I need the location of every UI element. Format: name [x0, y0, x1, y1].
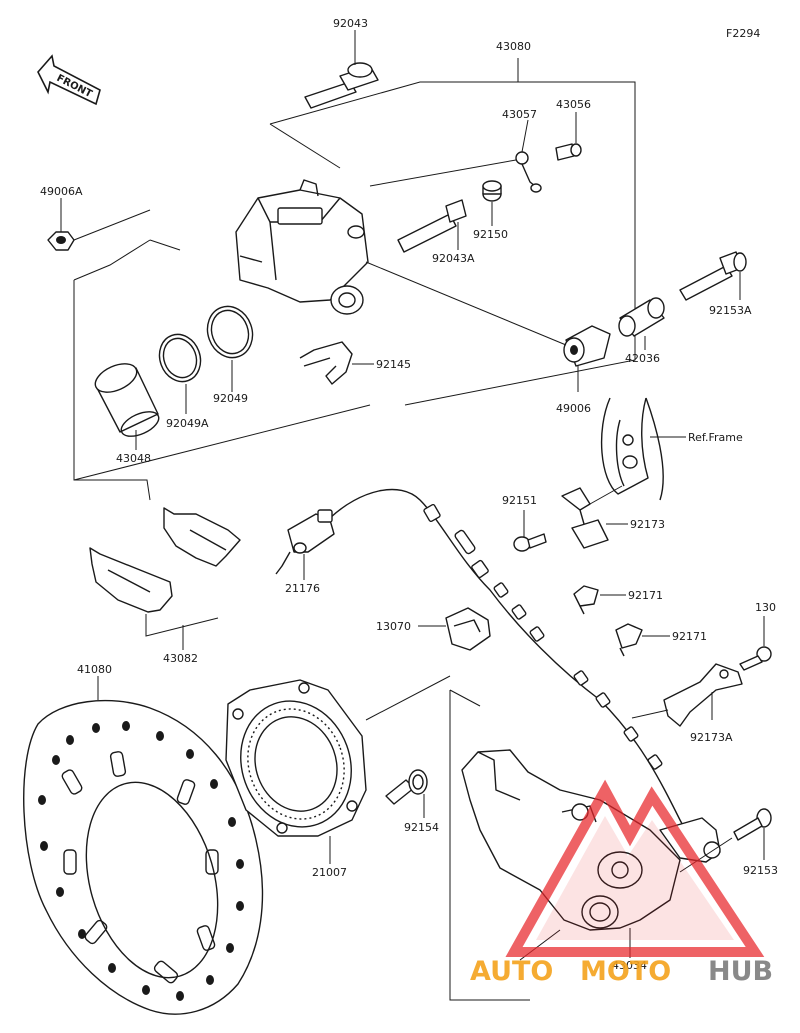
sensor-rotor-21007 — [225, 679, 367, 837]
label-92173: 92173 — [630, 518, 665, 531]
piston-43048 — [94, 363, 160, 437]
label-92049A: 92049A — [166, 417, 209, 430]
label-130: 130 — [755, 601, 776, 614]
seal-92049A — [158, 333, 202, 383]
label-92150: 92150 — [473, 228, 508, 241]
spring-92145 — [299, 341, 353, 385]
nut-49006A — [47, 231, 75, 251]
label-92171-lower: 92171 — [672, 630, 707, 643]
seal-92049 — [206, 305, 254, 359]
label-21007: 21007 — [312, 866, 347, 879]
label-92049: 92049 — [213, 392, 248, 405]
figure-code: F2294 — [726, 27, 760, 40]
guide-13070 — [445, 607, 491, 651]
bolt-92153 — [733, 808, 772, 841]
bolt-92043 — [304, 62, 379, 109]
bleeder-cap-43057 — [515, 151, 542, 193]
bolt-92153A — [679, 251, 747, 301]
label-92171-upper: 92171 — [628, 589, 663, 602]
watermark-moto: MOTO — [580, 956, 671, 987]
label-43057: 43057 — [502, 108, 537, 121]
watermark-logo — [505, 779, 765, 957]
bracket-92173A — [663, 663, 743, 727]
label-43048: 43048 — [116, 452, 151, 465]
bolt-130 — [739, 646, 772, 671]
label-92173A: 92173A — [690, 731, 733, 744]
clamp-92173 — [561, 487, 609, 549]
label-92043: 92043 — [333, 17, 368, 30]
collar-49006 — [563, 325, 611, 367]
clip-92171-upper — [573, 585, 599, 615]
brake-pad-front — [89, 547, 173, 613]
label-41080: 41080 — [77, 663, 112, 676]
label-92043A: 92043A — [432, 252, 475, 265]
pin-92043A — [397, 199, 467, 253]
frame-reference — [600, 397, 664, 501]
abs-sensor-cable — [329, 488, 717, 857]
label-92154: 92154 — [404, 821, 439, 834]
label-92153: 92153 — [743, 864, 778, 877]
caliper-body — [235, 179, 369, 315]
sleeve-42036 — [618, 297, 665, 337]
caliper-assembly-frame — [73, 58, 636, 501]
label-42036: 42036 — [625, 352, 660, 365]
brake-pad-rear — [163, 507, 241, 567]
label-43080: 43080 — [496, 40, 531, 53]
clip-92171-lower — [615, 623, 643, 657]
watermark-triangle-icon — [505, 779, 765, 957]
plug-92150 — [482, 180, 502, 202]
bleeder-valve-43056 — [555, 143, 582, 161]
watermark-auto: AUTO — [470, 956, 553, 987]
label-43056: 43056 — [556, 98, 591, 111]
abs-sensor-21176 — [275, 509, 335, 575]
label-49006: 49006 — [556, 402, 591, 415]
label-92153A: 92153A — [709, 304, 752, 317]
label-49006A: 49006A — [40, 185, 83, 198]
caliper-bracket-43034 — [461, 749, 721, 931]
label-21176: 21176 — [285, 582, 320, 595]
watermark-hub: HUB — [708, 956, 773, 987]
bolt-92151 — [513, 533, 547, 552]
label-13070: 13070 — [376, 620, 411, 633]
watermark-text: AUTO MOTO HUB — [470, 956, 773, 987]
label-43082: 43082 — [163, 652, 198, 665]
label-43034: 43034 — [612, 959, 647, 972]
label-92151: 92151 — [502, 494, 537, 507]
brake-disc-41080 — [23, 699, 264, 1015]
bolt-92154 — [385, 769, 428, 805]
ref-frame-label: Ref.Frame — [688, 431, 743, 444]
front-arrow-icon: FRONT — [37, 54, 101, 106]
label-92145: 92145 — [376, 358, 411, 371]
